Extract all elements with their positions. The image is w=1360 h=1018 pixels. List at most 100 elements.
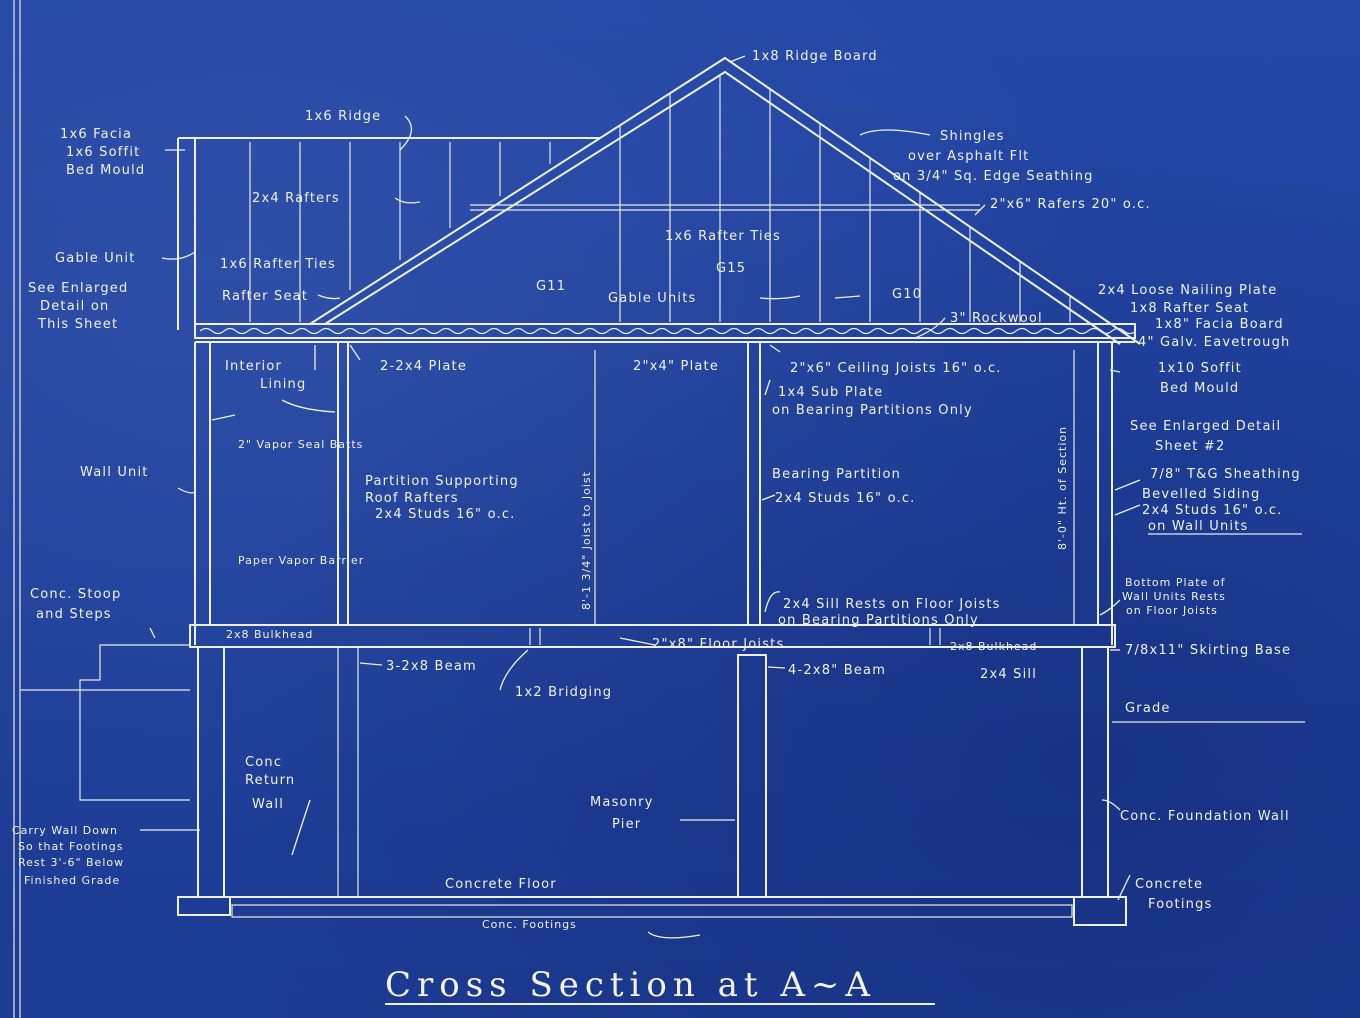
label-section-height: 8'-0" Ht. of Section — [1056, 426, 1069, 550]
beam-column-left — [337, 646, 359, 898]
label-studs-wall-1: 2x4 Studs 16" o.c. — [1142, 503, 1283, 518]
label-eavetrough: 4" Galv. Eavetrough — [1138, 335, 1291, 350]
label-shingles-3: on 3/4" Sq. Edge Seathing — [893, 169, 1094, 184]
label-vapor-batts: 2" Vapor Seal Batts — [238, 438, 363, 451]
label-floor-joists: 2"x8" Floor Joists — [652, 637, 784, 652]
label-ceiling-joists: 2"x6" Ceiling Joists 16" o.c. — [790, 361, 1002, 376]
label-grade: Grade — [1125, 701, 1171, 716]
label-ridge: 1x6 Ridge — [305, 109, 381, 124]
leader-lines — [140, 55, 1141, 939]
foundation-structure — [20, 644, 1305, 926]
label-sub-plate-2: on Bearing Partitions Only — [772, 403, 973, 418]
label-see-enlarged-1: See Enlarged — [28, 281, 128, 296]
label-partition-1: Partition Supporting — [365, 474, 519, 489]
label-footings-r2: Footings — [1148, 897, 1213, 912]
label-rafters-2x6: 2"x6" Rafers 20" o.c. — [990, 197, 1151, 212]
label-joist-dimension: 8'-1 3/4" Joist to Joist — [580, 471, 593, 610]
label-bulkhead-left: 2x8 Bulkhead — [226, 628, 313, 641]
label-plate-2x4: 2"x4" Plate — [633, 359, 719, 374]
label-rafter-seat: Rafter Seat — [222, 289, 308, 304]
label-soffit-1x10: 1x10 Soffit — [1158, 361, 1242, 376]
label-ridge-board: 1x8 Ridge Board — [752, 49, 878, 64]
label-sheathing: 7/8" T&G Sheathing — [1150, 467, 1301, 482]
label-sill-2: on Bearing Partitions Only — [778, 613, 979, 628]
rockwool-fill — [199, 327, 1137, 335]
label-plate-2-2x4: 2-2x4 Plate — [380, 359, 467, 374]
label-wall-unit: Wall Unit — [80, 465, 149, 480]
label-facia-1: 1x6 Facia — [60, 127, 132, 142]
label-see-detail-2: Sheet #2 — [1155, 439, 1225, 454]
label-return-2: Return — [245, 773, 295, 788]
label-return-1: Conc — [245, 755, 282, 770]
label-see-detail-1: See Enlarged Detail — [1130, 419, 1281, 434]
label-return-3: Wall — [252, 797, 284, 812]
label-carry-3: Rest 3'-6" Below — [18, 856, 124, 869]
label-shingles-2: over Asphalt Flt — [908, 149, 1029, 164]
main-roof-inner — [324, 70, 1121, 345]
label-bulkhead-right: 2x8 Bulkhead — [950, 640, 1037, 653]
label-partition-3: 2x4 Studs 16" o.c. — [375, 507, 516, 522]
label-partition-2: Roof Rafters — [365, 491, 459, 506]
label-bridging: 1x2 Bridging — [515, 685, 612, 700]
label-bed-mould-right: Bed Mould — [1160, 381, 1239, 396]
label-sill-2x4: 2x4 Sill — [980, 667, 1037, 682]
drawing-title: Cross Section at A~A — [385, 965, 876, 1005]
label-stoop-2: and Steps — [36, 607, 112, 622]
label-g15: G15 — [716, 261, 746, 276]
label-concrete-floor: Concrete Floor — [445, 877, 557, 892]
ceiling-rockwool — [194, 323, 1136, 339]
label-pier-2: Pier — [612, 817, 641, 832]
floor-slab — [231, 904, 1073, 918]
label-see-enlarged-3: This Sheet — [37, 317, 118, 332]
label-footings-center: Conc. Footings — [482, 918, 577, 931]
annotations: 1x8 Ridge Board 1x6 Ridge 1x6 Facia 1x6 … — [12, 49, 1302, 931]
label-carry-1: Carry Wall Down — [12, 824, 118, 837]
label-loose-plate: 2x4 Loose Nailing Plate — [1098, 283, 1277, 298]
label-g10: G10 — [892, 287, 922, 302]
label-facia-board: 1x8" Facia Board — [1155, 317, 1284, 332]
label-foundation: Conc. Foundation Wall — [1120, 809, 1290, 824]
label-shingles-1: Shingles — [940, 129, 1005, 144]
wall-structure — [189, 342, 1116, 648]
label-gable-unit: Gable Unit — [55, 251, 136, 266]
left-footing — [177, 896, 231, 916]
label-facia-3: Bed Mould — [66, 163, 145, 178]
label-bottom-plate-3: on Floor Joists — [1126, 604, 1218, 617]
label-skirting: 7/8x11" Skirting Base — [1125, 643, 1291, 658]
label-bottom-plate-1: Bottom Plate of — [1125, 576, 1226, 589]
label-pier-1: Masonry — [590, 795, 654, 810]
label-carry-2: So that Footings — [18, 840, 124, 853]
main-roof-outline — [309, 56, 1141, 345]
label-sill-1: 2x4 Sill Rests on Floor Joists — [783, 597, 1001, 612]
label-studs-wall-2: on Wall Units — [1148, 519, 1249, 534]
label-beam-4: 4-2x8" Beam — [788, 663, 886, 678]
masonry-pier — [737, 654, 767, 898]
stoop-outline — [79, 644, 190, 801]
label-sub-plate-1: 1x4 Sub Plate — [778, 385, 883, 400]
label-interior-1: Interior — [225, 359, 282, 374]
label-footings-r1: Concrete — [1135, 877, 1203, 892]
label-beam-3: 3-2x8 Beam — [386, 659, 477, 674]
label-paper-vapor: Paper Vapor Barrier — [238, 554, 364, 567]
label-g11: G11 — [536, 279, 566, 294]
label-rockwool: 3" Rockwool — [950, 311, 1043, 326]
label-bearing-1: Bearing Partition — [772, 467, 901, 482]
label-rafter-ties-left: 1x6 Rafter Ties — [220, 257, 336, 272]
label-facia-2: 1x6 Soffit — [66, 145, 140, 160]
right-foundation-wall — [1081, 646, 1109, 898]
label-rafters-2x4: 2x4 Rafters — [252, 191, 340, 206]
label-see-enlarged-2: Detail on — [40, 299, 109, 314]
floor-joists — [189, 624, 1116, 648]
label-rafter-seat-1x8: 1x8 Rafter Seat — [1130, 301, 1249, 316]
label-interior-2: Lining — [260, 377, 306, 392]
label-bottom-plate-2: Wall Units Rests — [1122, 590, 1226, 603]
label-stoop-1: Conc. Stoop — [30, 587, 121, 602]
label-rafter-ties-right: 1x6 Rafter Ties — [665, 229, 781, 244]
label-carry-4: Finished Grade — [24, 874, 120, 887]
label-bevelled: Bevelled Siding — [1142, 487, 1260, 502]
label-bearing-2: 2x4 Studs 16" o.c. — [775, 491, 916, 506]
left-foundation-wall — [197, 646, 225, 898]
label-gable-units: Gable Units — [608, 291, 696, 306]
